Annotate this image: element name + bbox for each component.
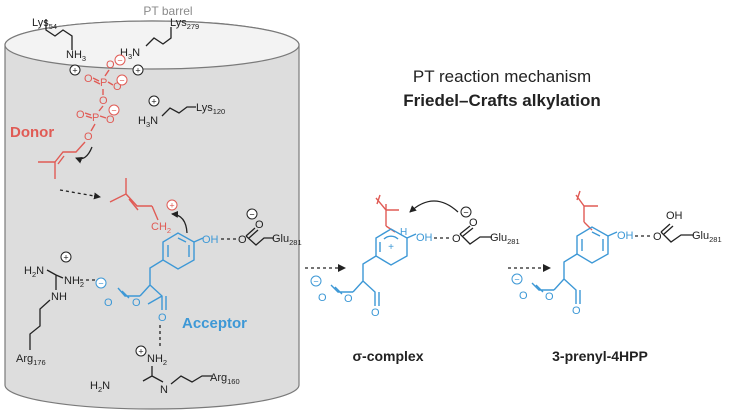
svg-text:O: O bbox=[113, 81, 122, 93]
svg-text:−: − bbox=[117, 56, 122, 66]
svg-text:+: + bbox=[138, 347, 143, 357]
svg-text:O: O bbox=[371, 307, 380, 319]
svg-text:O: O bbox=[519, 290, 528, 302]
svg-text:O: O bbox=[104, 297, 113, 309]
svg-text:Arg176: Arg176 bbox=[16, 353, 46, 367]
svg-text:OH: OH bbox=[666, 210, 683, 222]
svg-text:Lys54: Lys54 bbox=[32, 17, 57, 31]
svg-text:H: H bbox=[400, 227, 407, 238]
svg-text:NH2: NH2 bbox=[147, 353, 167, 367]
svg-text:−: − bbox=[119, 76, 124, 86]
title-line1: PT reaction mechanism bbox=[413, 67, 591, 86]
acceptor-label: Acceptor bbox=[182, 315, 247, 332]
svg-text:O: O bbox=[84, 131, 93, 143]
svg-text:O: O bbox=[572, 305, 581, 317]
svg-text:CH2: CH2 bbox=[151, 221, 171, 235]
svg-text:−: − bbox=[249, 210, 254, 220]
product-label: 3-prenyl-4HPP bbox=[552, 348, 648, 364]
svg-text:O: O bbox=[545, 291, 554, 303]
svg-text:Glu281: Glu281 bbox=[272, 233, 302, 247]
donor-molecule: P O − O − O O P O − O O Donor bbox=[10, 54, 128, 200]
svg-text:O: O bbox=[255, 219, 264, 231]
svg-text:O: O bbox=[84, 73, 93, 85]
svg-text:NH3: NH3 bbox=[66, 49, 86, 63]
svg-text:+: + bbox=[63, 253, 68, 263]
svg-text:O: O bbox=[653, 231, 662, 243]
svg-text:Lys120: Lys120 bbox=[196, 102, 225, 116]
lys54-residue: Lys54 NH3 + bbox=[32, 17, 86, 76]
title-line2: Friedel–Crafts alkylation bbox=[403, 91, 600, 110]
donor-label: Donor bbox=[10, 124, 54, 141]
svg-text:P: P bbox=[92, 112, 99, 124]
svg-text:+: + bbox=[72, 66, 77, 76]
arg176-residue: + NH2 H2N NH Arg176 bbox=[16, 251, 84, 367]
svg-text:−: − bbox=[313, 277, 318, 287]
svg-text:O: O bbox=[238, 234, 247, 246]
svg-text:+: + bbox=[135, 66, 140, 76]
svg-text:O: O bbox=[344, 293, 353, 305]
svg-text:P: P bbox=[100, 77, 107, 89]
svg-text:O: O bbox=[106, 114, 115, 126]
sigma-complex-label: σ-complex bbox=[352, 348, 423, 364]
pt-barrel: PT barrel bbox=[4, 4, 300, 410]
svg-text:Lys279: Lys279 bbox=[170, 17, 199, 31]
svg-text:O: O bbox=[132, 297, 141, 309]
prenyl-cation: CH2 + bbox=[109, 178, 188, 235]
svg-text:OH: OH bbox=[202, 234, 219, 246]
svg-text:O: O bbox=[469, 217, 478, 229]
svg-text:NH2: NH2 bbox=[64, 275, 84, 289]
svg-text:H3N: H3N bbox=[120, 47, 140, 61]
svg-text:−: − bbox=[111, 106, 116, 116]
lys120-charge bbox=[148, 95, 160, 107]
svg-text:Arg160: Arg160 bbox=[210, 372, 240, 386]
svg-text:O: O bbox=[76, 109, 85, 121]
svg-text:+: + bbox=[388, 242, 394, 253]
svg-text:N: N bbox=[160, 384, 168, 396]
svg-text:−: − bbox=[98, 279, 103, 289]
svg-text:O: O bbox=[106, 59, 115, 71]
diagram-title: PT reaction mechanism Friedel–Crafts alk… bbox=[403, 67, 600, 110]
svg-text:H2N: H2N bbox=[24, 265, 44, 279]
svg-text:H3N: H3N bbox=[138, 115, 158, 129]
svg-text:NH: NH bbox=[51, 291, 67, 303]
svg-text:O: O bbox=[158, 312, 167, 324]
svg-text:O: O bbox=[99, 95, 108, 107]
svg-text:Glu281: Glu281 bbox=[692, 230, 722, 244]
arg160-residue: + NH2 H2N N Arg160 bbox=[90, 345, 240, 396]
glu281-residue: O O − Glu281 bbox=[238, 208, 302, 247]
product-molecule: OH O O − O O OH Glu281 3-prenyl-4HPP bbox=[511, 190, 722, 364]
lys279-residue: Lys279 H3N + bbox=[120, 17, 199, 76]
svg-text:+: + bbox=[151, 97, 156, 107]
sigma-complex: + H OH O O − O O O − Glu281 σ-complex bbox=[310, 194, 520, 364]
svg-text:+: + bbox=[169, 201, 174, 211]
lys54-charge bbox=[69, 64, 81, 76]
svg-text:OH: OH bbox=[416, 232, 433, 244]
svg-text:O: O bbox=[452, 233, 461, 245]
svg-text:OH: OH bbox=[617, 230, 634, 242]
acceptor-molecule: OH O O − O Acceptor bbox=[80, 232, 247, 348]
lys120-residue: + H3N Lys120 bbox=[138, 95, 225, 129]
svg-text:Glu281: Glu281 bbox=[490, 232, 520, 246]
lys279-charge bbox=[132, 64, 144, 76]
svg-text:O: O bbox=[318, 292, 327, 304]
barrel-label: PT barrel bbox=[143, 4, 192, 18]
svg-text:H2N: H2N bbox=[90, 380, 110, 394]
svg-text:−: − bbox=[514, 275, 519, 285]
svg-text:−: − bbox=[463, 208, 468, 218]
